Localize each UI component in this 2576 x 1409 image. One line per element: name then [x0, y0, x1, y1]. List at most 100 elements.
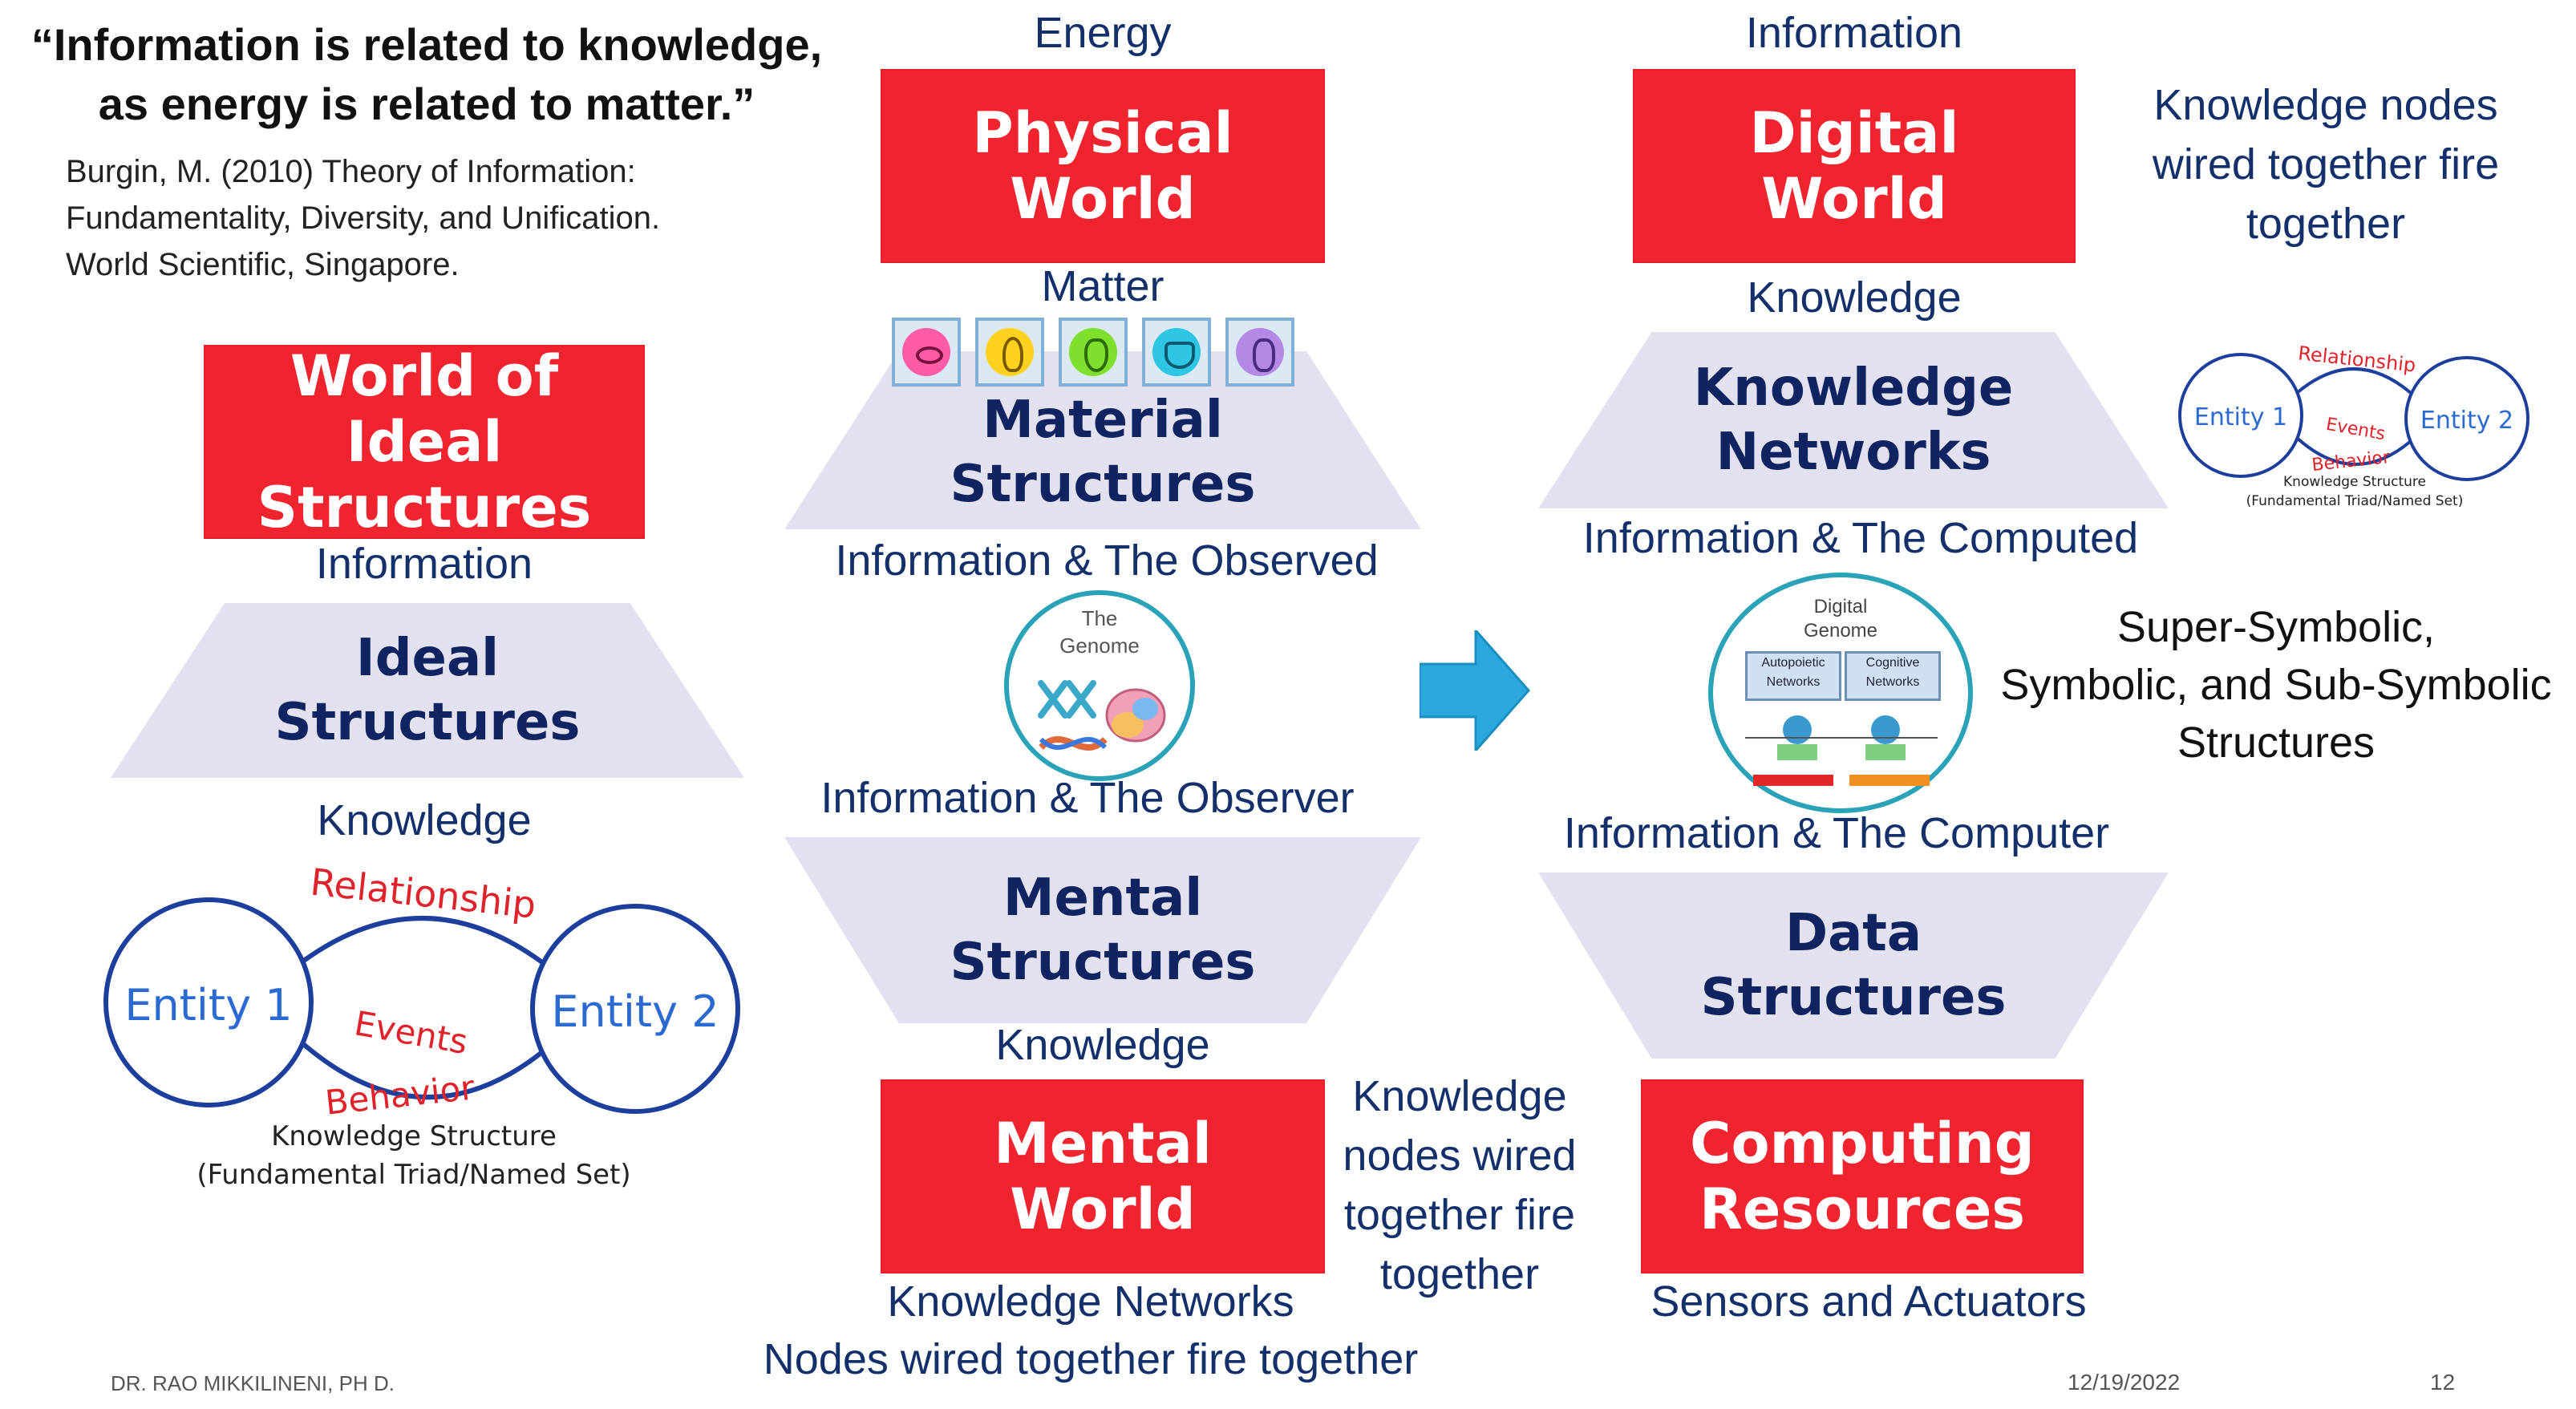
box-line: Physical — [972, 100, 1233, 166]
note-line: Knowledge — [1352, 1072, 1567, 1120]
knowledge-triad-diagram: Entity 1 Entity 2 Relationship Events Be… — [103, 860, 740, 1191]
box-line: Resources — [1699, 1176, 2026, 1242]
sensors-actuators-label: Sensors and Actuators — [1651, 1277, 2087, 1326]
small-entity-1-text: Entity 1 — [2194, 403, 2287, 431]
small-knowledge-triad-diagram: Entity 1 Entity 2 Relationship Events Be… — [2178, 342, 2529, 509]
trap-line: Material — [982, 391, 1223, 450]
triad-caption-1: Knowledge Structure — [271, 1120, 557, 1152]
small-triad-caption-2: (Fundamental Triad/Named Set) — [2246, 493, 2464, 509]
genome-line: Genome — [1803, 620, 1878, 642]
entity-2-circle — [530, 904, 740, 1114]
mental-structures-trapezoid — [784, 837, 1421, 1023]
footer-author: DR. RAO MIKKILINENI, PH D. — [111, 1371, 395, 1395]
symbolic-structures-note: Super-Symbolic, Symbolic, and Sub-Symbol… — [1979, 598, 2573, 771]
trap-line: Structures — [950, 455, 1256, 514]
box-text: Networks — [1865, 675, 1920, 689]
note-line: nodes wired — [1343, 1132, 1577, 1180]
entity-2-text: Entity 2 — [551, 986, 719, 1037]
nose-icon — [1059, 318, 1128, 387]
trap-line: Data — [1784, 904, 1922, 963]
left-information-label: Information — [315, 540, 533, 588]
tongue-icon — [1142, 318, 1211, 387]
note-line: together — [2246, 200, 2406, 248]
relationship-arc — [300, 916, 544, 965]
right-arrow-icon — [1420, 630, 1530, 751]
eye-icon — [892, 318, 961, 387]
footer-date: 12/19/2022 — [2068, 1370, 2181, 1395]
trap-line: Mental — [1002, 868, 1203, 928]
trap-line: Ideal — [355, 629, 500, 688]
box-line: Structures — [257, 475, 592, 541]
computed-label: Information & The Computed — [1582, 514, 2139, 562]
ear-icon — [975, 318, 1044, 387]
small-events-text: Events — [2324, 415, 2387, 445]
computing-nodes-icon — [1745, 715, 1938, 786]
small-entity-2-text: Entity 2 — [2420, 407, 2513, 435]
small-relationship-text: Relationship — [2297, 342, 2416, 376]
box-line: Computing — [1690, 1111, 2035, 1176]
note-line: Knowledge nodes — [2153, 81, 2498, 129]
matter-label: Matter — [1041, 262, 1164, 310]
citation-line-3: World Scientific, Singapore. — [66, 247, 460, 282]
behavior-arc — [300, 1040, 544, 1100]
note-line: together — [1379, 1250, 1540, 1298]
box-line: World — [1010, 166, 1196, 232]
knowledge-networks-label: Knowledge Networks — [887, 1277, 1294, 1326]
dna-brain-icon — [1038, 680, 1166, 751]
right-information-label: Information — [1745, 9, 1963, 57]
genome-line: Digital — [1813, 596, 1868, 617]
citation-line-2: Fundamentality, Diversity, and Unificati… — [66, 200, 661, 236]
nodes-wired-label: Nodes wired together fire together — [763, 1335, 1419, 1383]
ideal-structures-trapezoid — [111, 603, 744, 778]
entity-1-text: Entity 1 — [124, 980, 292, 1030]
quote-line-1: “Information is related to knowledge, — [30, 19, 823, 70]
triad-caption-2: (Fundamental Triad/Named Set) — [196, 1159, 630, 1191]
left-knowledge-label: Knowledge — [317, 796, 532, 844]
genome-line: The — [1081, 606, 1118, 630]
trap-line: Structures — [274, 693, 581, 752]
trap-line: Structures — [1700, 968, 2007, 1027]
small-entity-1-circle — [2178, 353, 2303, 478]
box-line: Mental — [994, 1111, 1212, 1176]
box-text: Networks — [1766, 675, 1821, 689]
note-line: Structures — [2177, 719, 2376, 767]
note-line: Symbolic, and Sub-Symbolic — [2000, 661, 2552, 709]
data-structures-trapezoid — [1538, 873, 2169, 1059]
small-triad-caption-1: Knowledge Structure — [2283, 474, 2426, 490]
footer-page-number: 12 — [2430, 1370, 2456, 1395]
box-text: Autopoietic — [1761, 656, 1825, 670]
genome-line: Genome — [1059, 634, 1140, 658]
box-line: World — [1761, 166, 1947, 232]
note-line: wired together fire — [2152, 140, 2500, 188]
box-line: World of Ideal — [290, 343, 559, 475]
trap-line: Knowledge — [1693, 358, 2014, 418]
middle-side-note: Knowledge nodes wired together fire toge… — [1315, 1067, 1604, 1304]
citation-line-1: Burgin, M. (2010) Theory of Information: — [66, 154, 636, 189]
entity-1-circle — [103, 897, 314, 1107]
hand-icon — [1225, 318, 1294, 387]
small-entity-2-circle — [2404, 356, 2529, 481]
trap-line: Networks — [1715, 423, 1991, 482]
box-line: Digital — [1749, 100, 1959, 166]
observed-label: Information & The Observed — [835, 536, 1379, 585]
observer-label: Information & The Observer — [820, 774, 1355, 822]
small-behavior-text: Behavior — [2311, 447, 2392, 476]
right-top-side-note: Knowledge nodes wired together fire toge… — [2101, 75, 2550, 253]
energy-label: Energy — [1034, 9, 1172, 57]
